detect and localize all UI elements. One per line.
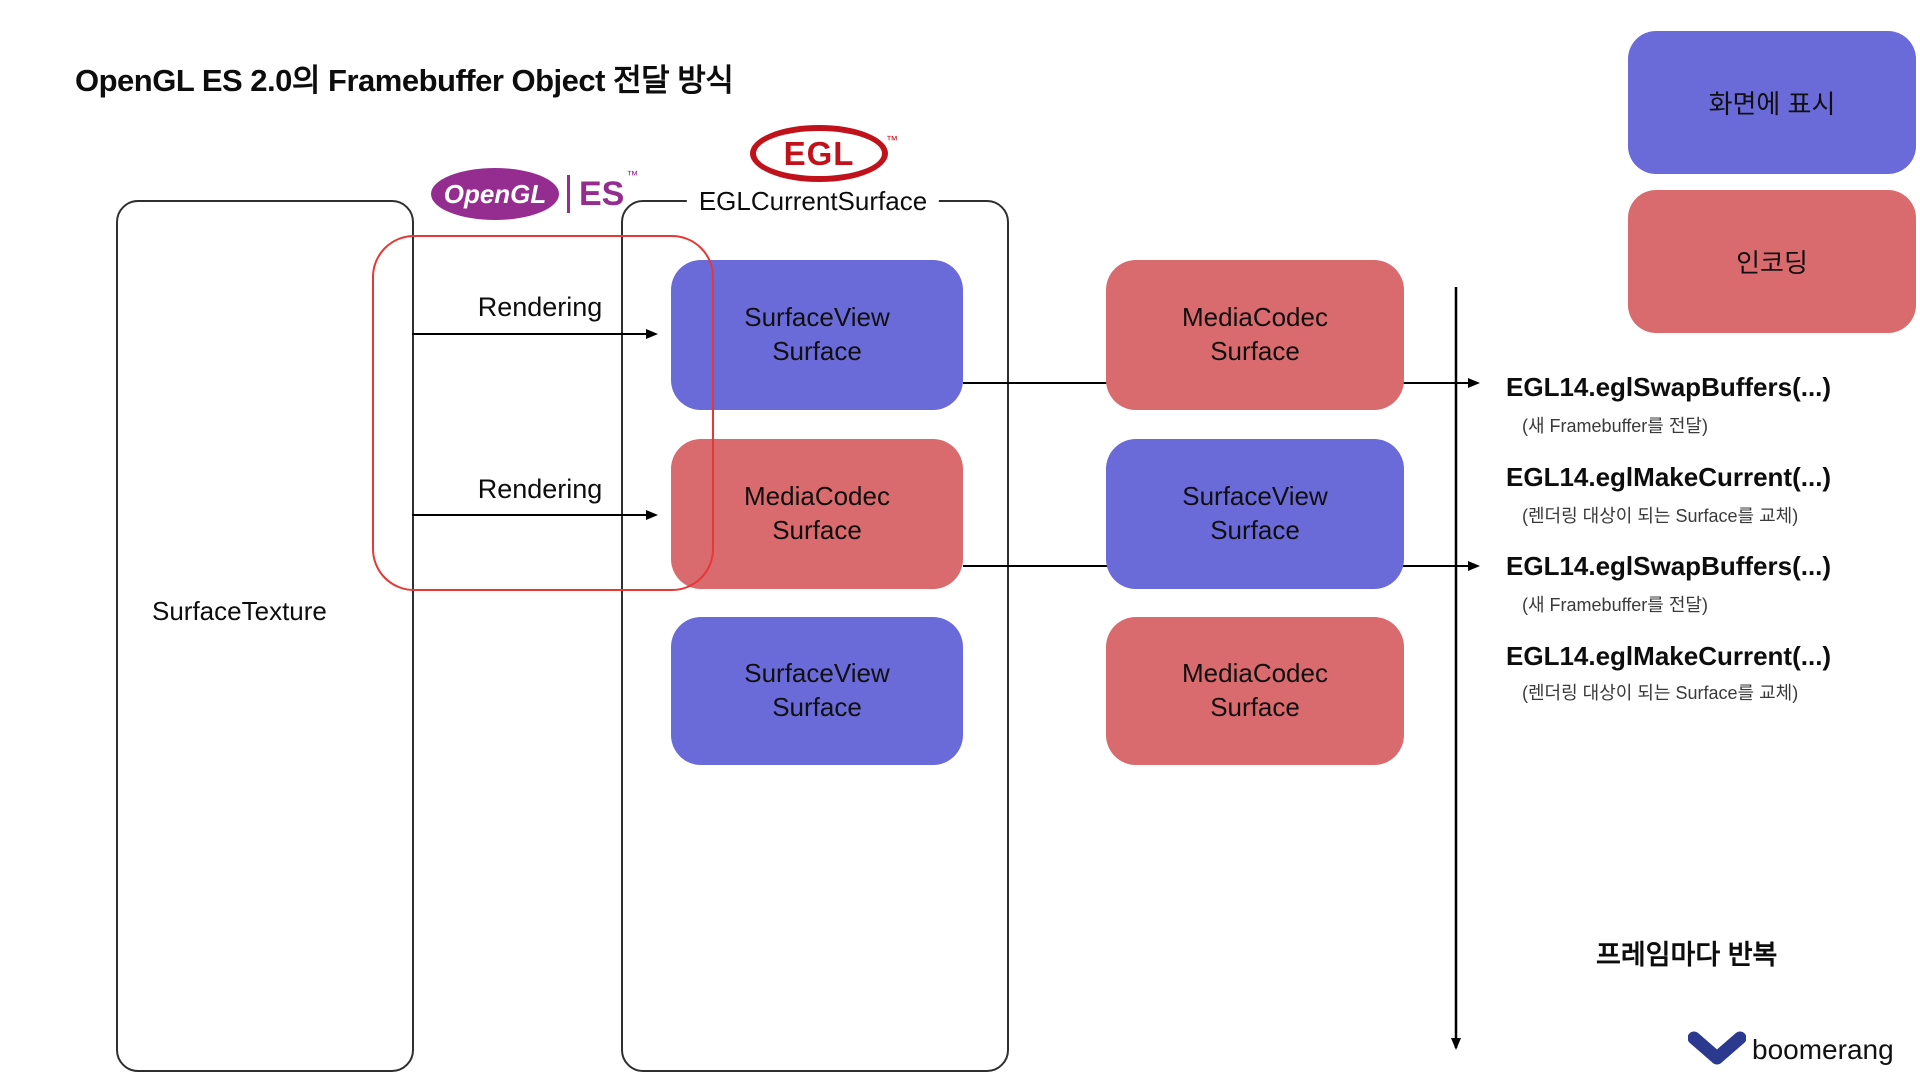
box-label: MediaCodec Surface [744,481,890,545]
surface-texture-container [116,200,414,1072]
egl-surfaceview-surface-box-2: SurfaceView Surface [671,617,963,765]
egl-tm-mark: ™ [886,133,898,147]
api-call-title: EGL14.eglSwapBuffers(...) [1506,372,1832,402]
opengl-es-logo: OpenGL ES ™ [431,168,638,220]
boomerang-chevron-icon [1688,1031,1746,1065]
box-label: MediaCodec Surface [1182,302,1328,366]
api-call-title: EGL14.eglMakeCurrent(...) [1506,641,1832,671]
api-call-subtitle: (렌더링 대상이 되는 Surface를 교체) [1522,683,1799,703]
api-call-title: EGL14.eglMakeCurrent(...) [1506,462,1832,492]
box-label: SurfaceView Surface [744,302,890,366]
surface-texture-label: SurfaceTexture [152,596,327,626]
egl-mediacodec-surface-box: MediaCodec Surface [671,439,963,589]
opengl-tm-mark: ™ [626,168,639,182]
swap-mediacodec-surface-box-1: MediaCodec Surface [1106,260,1404,410]
opengl-logo-ellipse: OpenGL [431,168,559,220]
opengl-es-text: ES [567,175,624,213]
legend-display-label: 화면에 표시 [1708,89,1836,119]
swap-surfaceview-surface-box: SurfaceView Surface [1106,439,1404,589]
brand-logo: boomerang [1688,1030,1894,1070]
legend-encoding-label: 인코딩 [1736,248,1808,278]
api-call-subtitle: (렌더링 대상이 되는 Surface를 교체) [1522,506,1799,526]
brand-name: boomerang [1752,1034,1894,1065]
egl-logo-text: EGL [783,134,855,172]
opengl-logo-text: OpenGL [443,178,547,209]
rendering-label-top: Rendering [477,292,603,322]
egl-surfaceview-surface-box-1: SurfaceView Surface [671,260,963,410]
api-call-title: EGL14.eglSwapBuffers(...) [1506,551,1832,581]
api-call-subtitle: (새 Framebuffer를 전달) [1522,416,1708,436]
api-call-subtitle: (새 Framebuffer를 전달) [1522,595,1708,615]
egl-current-surface-label: EGLCurrentSurface [686,186,940,217]
box-label: MediaCodec Surface [1182,658,1328,722]
page-title: OpenGL ES 2.0의 Framebuffer Object 전달 방식 [75,63,734,98]
egl-logo: EGL ™ [750,125,898,182]
box-label: SurfaceView Surface [1182,481,1328,545]
legend-encoding-box: 인코딩 [1628,190,1916,333]
box-label: SurfaceView Surface [744,658,890,722]
frame-loop-label: 프레임마다 반복 [1596,940,1778,970]
rendering-label-bottom: Rendering [477,474,603,504]
legend-display-box: 화면에 표시 [1628,31,1916,174]
swap-mediacodec-surface-box-2: MediaCodec Surface [1106,617,1404,765]
